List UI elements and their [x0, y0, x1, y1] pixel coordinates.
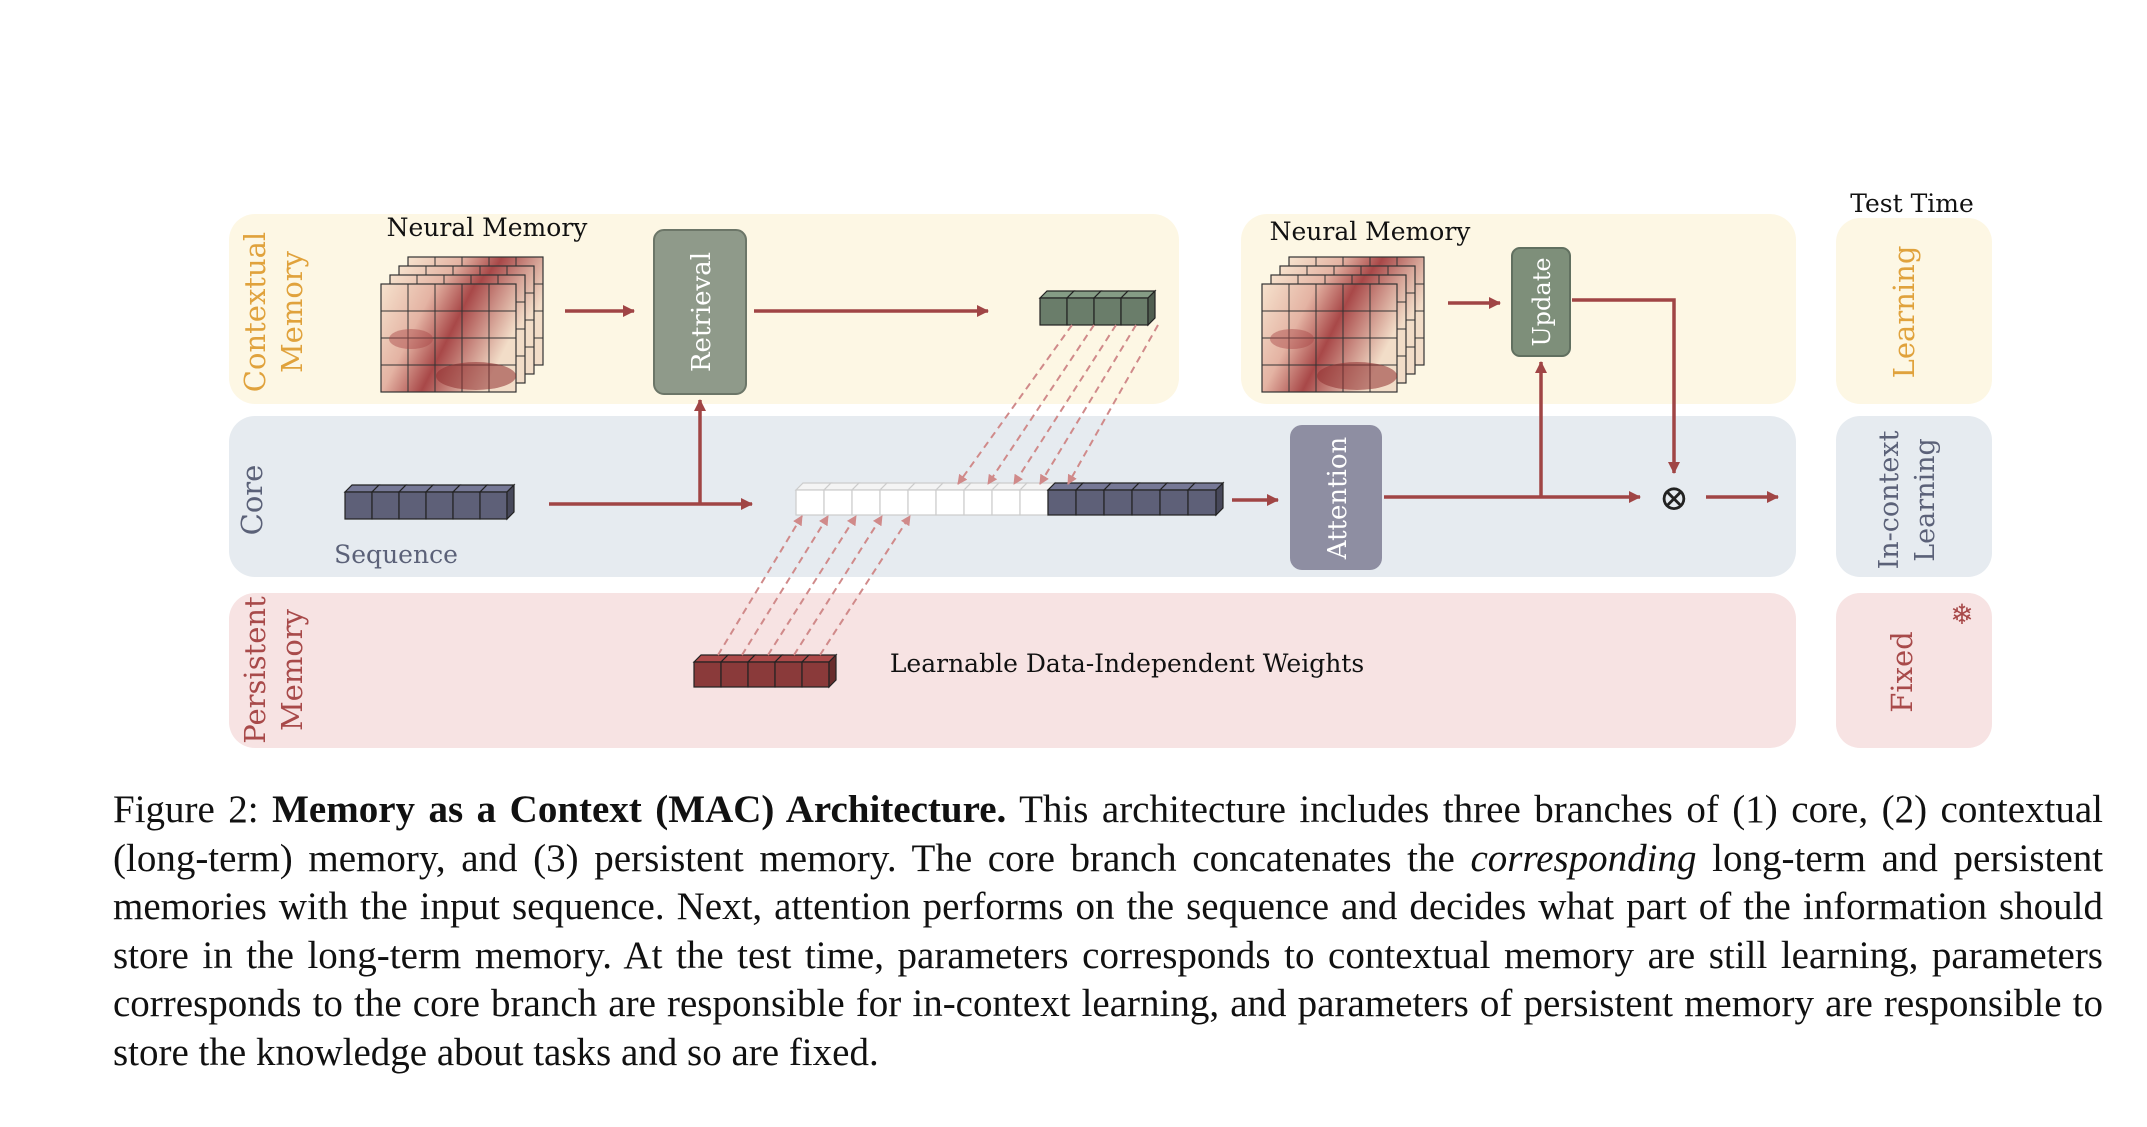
concatenated-slot-tokens	[794, 481, 1057, 517]
mac-architecture-diagram: Contextual Memory Core Persistent Memory…	[229, 189, 1992, 748]
persistent-memory-label-2: Memory	[275, 608, 309, 731]
neural-memory-right-icon	[1261, 256, 1425, 393]
retrieval-label: Retrieval	[687, 252, 717, 372]
caption-title: Memory as a Context (MAC) Architecture.	[272, 788, 1007, 831]
token-cell	[1130, 482, 1169, 516]
concatenated-sequence-tokens	[1046, 481, 1225, 517]
test-time-in-context-label-1: In-context	[1874, 430, 1905, 569]
persistent-memory-label-1: Persistent	[238, 596, 272, 744]
test-time-in-context-cell	[1836, 416, 1992, 577]
persistent-memory-row	[229, 593, 1796, 748]
token-cell	[800, 654, 838, 688]
circled-times-icon: ⊗	[1659, 478, 1689, 519]
persistent-memory-tokens	[692, 653, 838, 689]
test-time-learning-cell	[1836, 218, 1992, 404]
sequence-tokens	[343, 483, 516, 521]
persistent-weights-label: Learnable Data-Independent Weights	[890, 649, 1364, 678]
token-cell	[1074, 482, 1113, 516]
snowflake-icon: ❄	[1950, 598, 1973, 631]
test-time-in-context-label-2: Learning	[1910, 438, 1941, 562]
test-time-fixed-cell	[1836, 593, 1992, 748]
token-cell	[878, 482, 917, 516]
token-cell	[424, 484, 462, 520]
update-box	[1511, 247, 1571, 357]
update-label: Update	[1528, 257, 1556, 346]
attention-label: Attention	[1323, 436, 1353, 560]
retrieved-memory-tokens	[1038, 289, 1157, 327]
test-time-learning-label: Learning	[1887, 246, 1921, 379]
arrow-update-to-combine	[1572, 298, 1680, 474]
token-cell	[451, 484, 489, 520]
token-cell	[1158, 482, 1197, 516]
dashed-arrows	[717, 324, 1159, 656]
token-cell	[934, 482, 973, 516]
caption-italic-word: corresponding	[1470, 836, 1697, 880]
token-cell	[746, 654, 784, 688]
contextual-memory-label-2: Memory	[275, 250, 309, 373]
core-label: Core	[235, 465, 269, 536]
caption-text-2: long-term and persistent memories with t…	[113, 836, 2104, 1074]
figure-caption: Figure 2: Memory as a Context (MAC) Arch…	[113, 786, 2103, 1078]
caption-figure-label: Figure 2:	[113, 788, 259, 831]
token-cell	[1186, 482, 1225, 516]
token-cell	[692, 654, 730, 688]
token-cell	[397, 484, 435, 520]
sequence-label: Sequence	[334, 540, 458, 569]
neural-memory-left-title: Neural Memory	[387, 213, 589, 242]
test-time-header: Test Time	[1850, 189, 1974, 218]
retrieval-box	[653, 229, 747, 395]
token-cell	[822, 482, 861, 516]
test-time-fixed-label: Fixed	[1885, 631, 1919, 712]
caption-text-1: This architecture includes three branche…	[113, 788, 2103, 880]
flow-arrows	[549, 297, 1779, 510]
contextual-memory-label-1: Contextual	[238, 232, 272, 392]
neural-memory-right-title: Neural Memory	[1270, 217, 1472, 246]
attention-box	[1290, 425, 1382, 570]
token-cell	[1065, 290, 1103, 326]
neural-memory-left-icon	[380, 256, 544, 393]
token-cell	[343, 484, 381, 520]
